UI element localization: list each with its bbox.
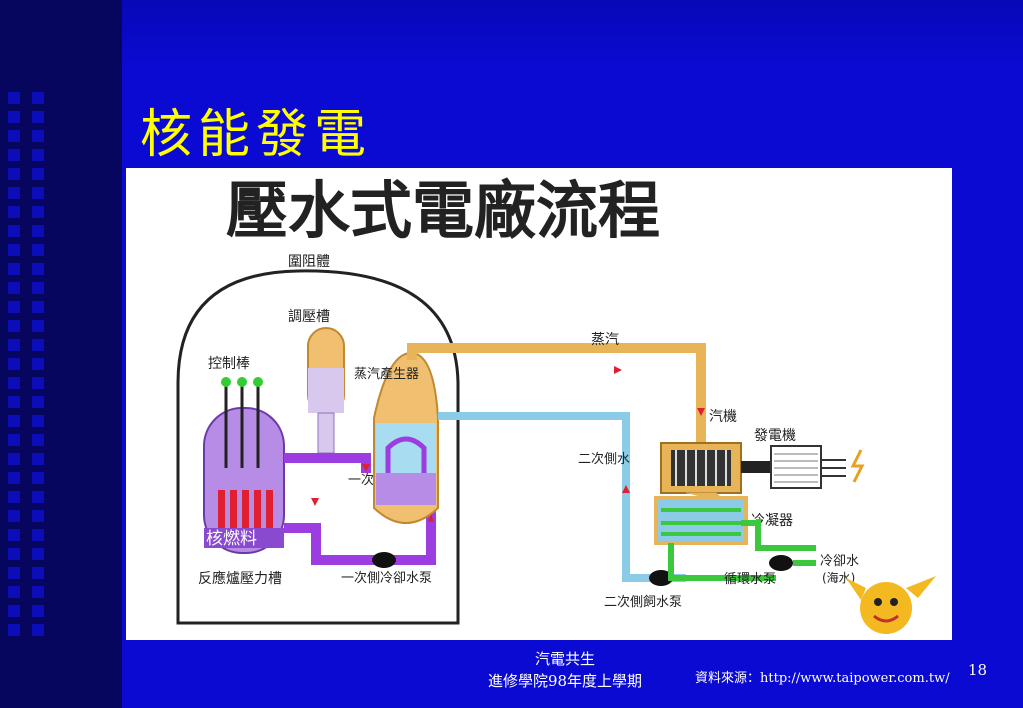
generator-stripes [774,453,818,483]
label-containment: 圍阻體 [288,254,330,270]
page-number: 18 [968,661,988,679]
steam-line [407,343,706,448]
label-steam-generator: 蒸汽產生器 [354,366,419,382]
footer-line2: 進修學院98年度上學期 [487,672,643,690]
label-pressurizer: 調壓槽 [288,309,330,325]
label-reactor-vessel: 反應爐壓力槽 [198,570,282,587]
condenser [654,496,748,545]
footer-course: 汽電共生 進修學院98年度上學期 [460,648,670,692]
pressurizer-pipe [317,412,335,454]
fuel-label-bg [204,528,284,548]
footer-line1: 汽電共生 [534,650,595,668]
label-turbine: 汽機 [709,409,737,425]
top-band [122,0,1023,68]
label-generator: 發電機 [754,428,796,444]
fuel-rods [218,490,273,535]
diagram-heading: 壓水式電廠流程 [226,174,660,247]
steam-generator-water [376,423,436,478]
footer-source: 資料來源：http://www.taipower.com.tw/ [695,671,950,686]
generator [770,445,822,489]
label-secondary-water: 二次側水 [578,451,630,467]
primary-hot-leg [284,453,371,473]
slide-title: 核能發電 [140,105,373,165]
condenser-tubes [661,508,741,536]
pressurizer-water [308,368,344,413]
circulation-pump [769,555,793,571]
label-circulation-pump: 循環水泵 [724,572,776,587]
steam-generator-tubes [385,436,427,478]
steam-generator-plenum [376,473,436,505]
primary-cold-leg [284,486,436,565]
primary-pump [372,552,396,568]
label-condenser: 冷凝器 [751,513,793,529]
turbine-shaft [741,461,771,473]
control-rods [221,377,263,468]
containment-outline [176,269,460,625]
label-sea-water: (海水) [822,570,855,585]
electricity-icon [850,449,865,483]
left-decor-bar [0,0,122,708]
label-control-rods: 控制棒 [208,356,250,372]
flow-arrows [311,366,705,522]
label-primary-pump: 一次側冷卻水泵 [341,570,432,586]
label-feed-pump: 二次側飼水泵 [604,594,682,610]
cooling-out [741,520,816,551]
label-cooling-water: 冷卻水 [820,554,859,569]
left-decor-squares-2 [32,92,44,643]
feed-pump [649,570,673,586]
mascot-icon [846,576,936,634]
label-steam: 蒸汽 [591,332,619,348]
left-decor-squares [8,92,20,643]
label-fuel: 核燃料 [206,529,257,549]
feedwater-line [438,412,686,582]
cooling-in [668,543,776,581]
pwr-diagram-svg: 壓水式電廠流程 圍阻體 調壓槽 控制棒 核燃料 反應爐壓力槽 [176,174,936,634]
turbine-blades [671,450,731,486]
pwr-diagram: 壓水式電廠流程 圍阻體 調壓槽 控制棒 核燃料 反應爐壓力槽 [126,168,952,640]
